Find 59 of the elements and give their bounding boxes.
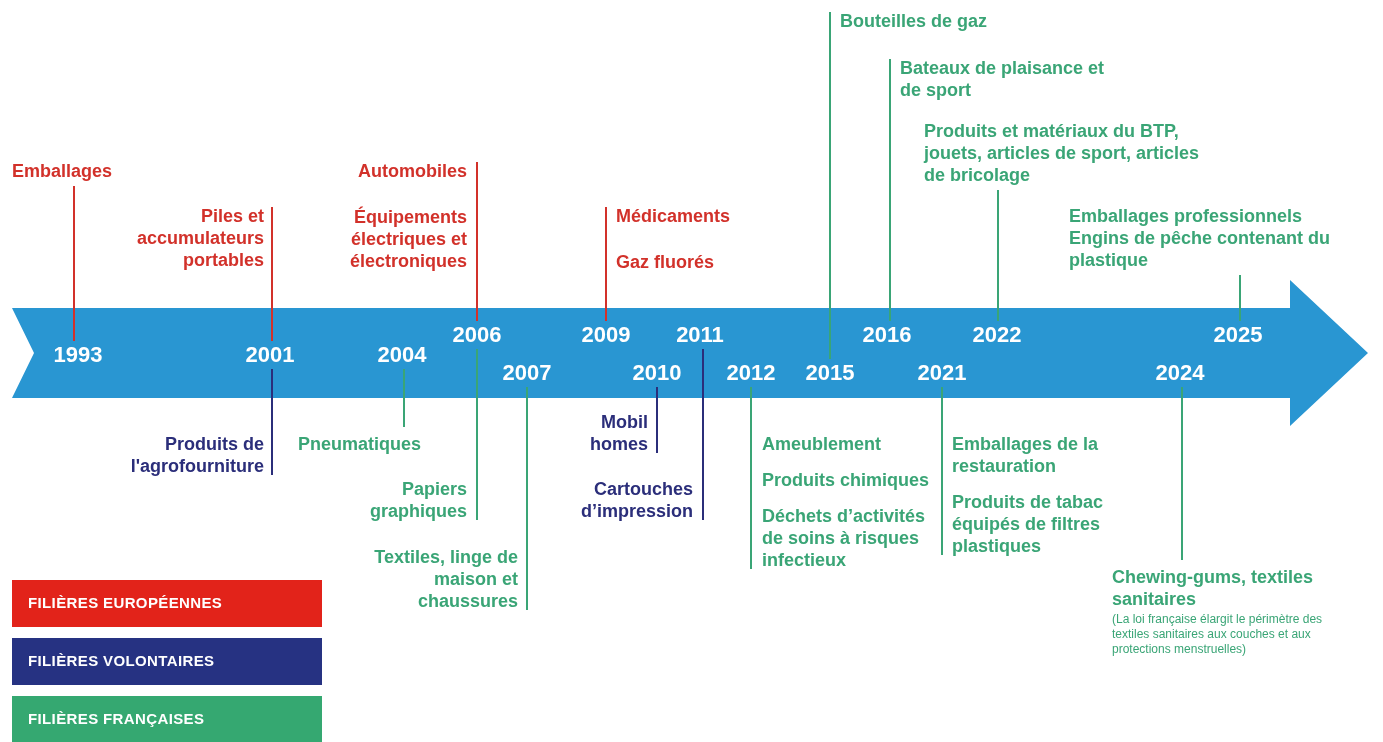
year-label: 2009 [581,321,631,349]
leader-line [702,348,704,521]
leader-line [1239,274,1241,322]
category-label: Bouteilles de gaz [840,10,989,32]
year-label: 2016 [862,321,912,349]
category-label: Mobil homes [588,411,648,455]
category-label: Automobiles [357,160,467,182]
category-label: Piles et accumulateurs portables [135,205,264,271]
category-label: Produits chimiques [762,469,931,491]
leader-line [476,348,478,521]
legend-item: FILIÈRES EUROPÉENNES [12,580,322,627]
category-label: Cartouches d’impression [579,478,693,522]
category-label: Papiers graphiques [369,478,467,522]
leader-line [73,185,75,342]
category-label: Emballages de la restauration [952,433,1100,477]
year-label: 2010 [632,359,682,387]
leader-line [271,206,273,342]
leader-line [941,386,943,556]
leader-line [526,386,528,611]
year-label: 2004 [377,341,427,369]
category-label: Produits de l'agrofourniture [129,433,264,477]
category-label: Textiles, linge de maison et chaussures [373,546,518,612]
category-label: Gaz fluorés [616,251,716,273]
leader-line [889,58,891,322]
category-label: Produits de tabac équipés de filtres plastiques [952,491,1105,557]
year-label: 2012 [726,359,776,387]
leader-line [997,189,999,322]
leader-line [656,386,658,454]
legend-item: FILIÈRES VOLONTAIRES [12,638,322,685]
category-label: Produits et matériaux du BTP, jouets, articles de sport, articles de bricolage [924,120,1201,186]
leader-line [403,368,405,428]
leader-line [829,11,831,360]
year-label: 2015 [805,359,855,387]
year-label: 2022 [972,321,1022,349]
year-label: 2007 [502,359,552,387]
category-label: Équipements électriques et électroniques [348,206,467,272]
leader-line [476,161,478,322]
year-label: 2006 [452,321,502,349]
category-label: Chewing-gums, textiles sanitaires [1112,566,1315,610]
category-label: Déchets d’activités de soins à risques infectieux [762,505,927,571]
year-label: 2024 [1155,359,1205,387]
category-label: Pneumatiques [298,433,423,455]
year-label: 2021 [917,359,967,387]
leader-line [605,206,607,322]
category-label: Bateaux de plaisance et de sport [900,57,1106,101]
year-label: 2001 [245,341,295,369]
footnote: (La loi française élargit le périmètre des textiles sanitaires aux couches et aux protections menstruelles) [1112,612,1324,657]
leader-line [1181,386,1183,561]
leader-line [271,368,273,476]
category-label: Ameublement [762,433,883,455]
category-label: Médicaments [616,205,732,227]
year-label: 1993 [53,341,103,369]
category-label: Emballages [12,160,114,182]
category-label: Emballages professionnels [1069,205,1304,227]
category-label: Engins de pêche contenant du plastique [1069,227,1332,271]
year-label: 2025 [1213,321,1263,349]
legend-item: FILIÈRES FRANÇAISES [12,696,322,742]
year-label: 2011 [676,321,724,349]
leader-line [750,386,752,570]
